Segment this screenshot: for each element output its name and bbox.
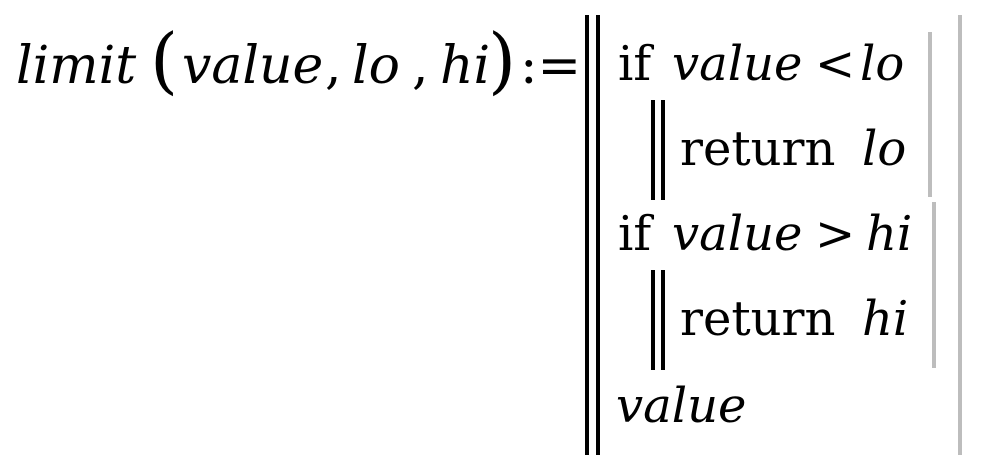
if-body-bar-left [651, 100, 655, 200]
function-name: limit [16, 36, 137, 96]
param-hi: hi [440, 36, 491, 96]
if-body-bar-right [661, 270, 665, 370]
default-return-expression: value [616, 378, 747, 434]
if-keyword: if [618, 206, 652, 262]
open-paren: ( [150, 18, 179, 102]
if-block-boundary-2 [932, 202, 936, 368]
return-expression: lo [862, 121, 907, 177]
if-body-bar-right [661, 100, 665, 200]
if-keyword: if [618, 36, 652, 92]
program-bar-right [596, 15, 600, 455]
return-keyword: return [680, 291, 836, 347]
close-paren: ) [488, 18, 517, 102]
condition-operator: > [815, 206, 856, 262]
return-expression: hi [862, 291, 909, 347]
param-value: value [182, 36, 324, 96]
param-separator: , [412, 36, 429, 96]
if-body-bar-left [651, 270, 655, 370]
param-lo: lo [352, 36, 400, 96]
condition-rhs: lo [860, 36, 905, 92]
program-region-boundary [958, 15, 962, 455]
param-separator: , [325, 36, 342, 96]
condition-lhs: value [672, 206, 803, 262]
program-bar-left [585, 15, 589, 455]
return-keyword: return [680, 121, 836, 177]
condition-lhs: value [672, 36, 803, 92]
if-block-boundary-1 [928, 32, 932, 197]
assign-operator: := [520, 36, 582, 96]
condition-operator: < [815, 36, 856, 92]
condition-rhs: hi [866, 206, 913, 262]
